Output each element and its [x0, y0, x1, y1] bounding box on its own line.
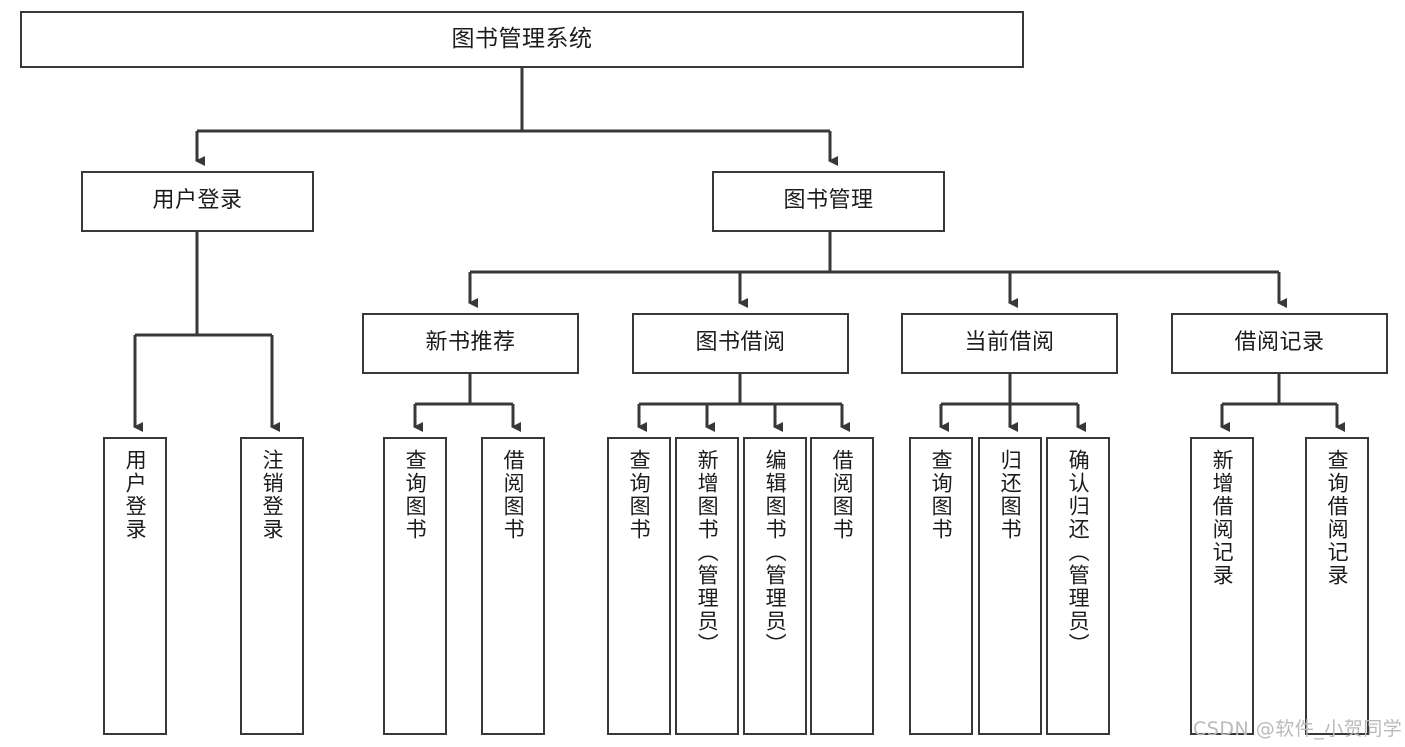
- leaf-search-books-recommend-label: 查询图书: [403, 449, 428, 541]
- node-current-borrow-label: 当前借阅: [964, 330, 1055, 356]
- leaf-search-books-borrow-label: 查询图书: [627, 449, 652, 541]
- node-book-borrow[interactable]: 图书借阅: [632, 313, 849, 374]
- leaf-return-books[interactable]: 归还图书: [978, 437, 1042, 735]
- leaf-search-books-current[interactable]: 查询图书: [909, 437, 973, 735]
- leaf-search-borrow-record[interactable]: 查询借阅记录: [1305, 437, 1369, 735]
- leaf-add-book-admin-label: 新增图书（管理员）: [695, 449, 720, 656]
- leaf-search-books-borrow[interactable]: 查询图书: [607, 437, 671, 735]
- leaf-borrow-books-recommend[interactable]: 借阅图书: [481, 437, 545, 735]
- leaf-search-borrow-record-label: 查询借阅记录: [1325, 449, 1350, 587]
- leaf-edit-book-admin[interactable]: 编辑图书（管理员）: [743, 437, 807, 735]
- leaf-borrow-books-label: 借阅图书: [830, 449, 855, 541]
- csdn-watermark: CSDN @软件_小贺同学: [1193, 718, 1403, 740]
- leaf-confirm-return-admin[interactable]: 确认归还（管理员）: [1046, 437, 1110, 735]
- node-new-book-recommend-label: 新书推荐: [425, 330, 516, 356]
- node-current-borrow[interactable]: 当前借阅: [901, 313, 1118, 374]
- leaf-user-logout-label: 注销登录: [260, 449, 285, 541]
- node-book-management-label: 图书管理: [783, 188, 874, 214]
- node-user-login-label: 用户登录: [152, 188, 243, 214]
- leaf-return-books-label: 归还图书: [998, 449, 1023, 541]
- leaf-user-login[interactable]: 用户登录: [103, 437, 167, 735]
- leaf-borrow-books-recommend-label: 借阅图书: [501, 449, 526, 541]
- leaf-borrow-books[interactable]: 借阅图书: [810, 437, 874, 735]
- node-new-book-recommend[interactable]: 新书推荐: [362, 313, 579, 374]
- leaf-user-login-label: 用户登录: [123, 449, 148, 541]
- node-borrow-records-label: 借阅记录: [1234, 330, 1325, 356]
- node-book-borrow-label: 图书借阅: [695, 330, 786, 356]
- node-root-label: 图书管理系统: [451, 26, 593, 53]
- node-borrow-records[interactable]: 借阅记录: [1171, 313, 1388, 374]
- leaf-user-logout[interactable]: 注销登录: [240, 437, 304, 735]
- node-user-login[interactable]: 用户登录: [81, 171, 314, 232]
- leaf-confirm-return-admin-label: 确认归还（管理员）: [1066, 449, 1091, 656]
- leaf-edit-book-admin-label: 编辑图书（管理员）: [763, 449, 788, 656]
- node-book-management[interactable]: 图书管理: [712, 171, 945, 232]
- node-root[interactable]: 图书管理系统: [20, 11, 1024, 68]
- leaf-add-borrow-record[interactable]: 新增借阅记录: [1190, 437, 1254, 735]
- leaf-add-book-admin[interactable]: 新增图书（管理员）: [675, 437, 739, 735]
- leaf-search-books-current-label: 查询图书: [929, 449, 954, 541]
- leaf-search-books-recommend[interactable]: 查询图书: [383, 437, 447, 735]
- leaf-add-borrow-record-label: 新增借阅记录: [1210, 449, 1235, 587]
